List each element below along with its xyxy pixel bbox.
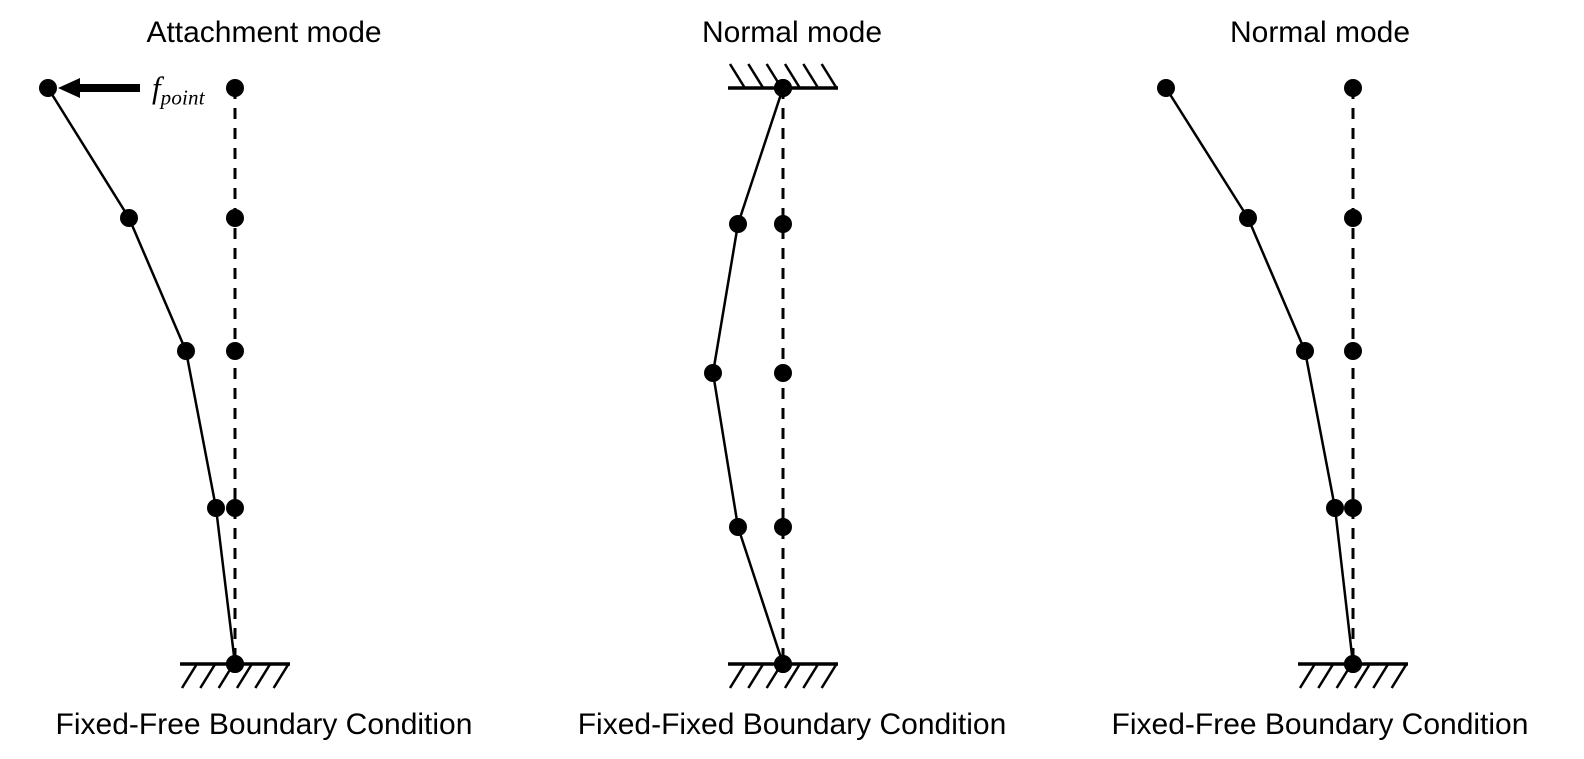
panel-caption: Fixed-Fixed Boundary Condition xyxy=(577,708,1007,741)
force-arrow-head xyxy=(58,78,80,98)
panel-diagram-stage: fpoint xyxy=(0,50,528,706)
panel-diagram-stage xyxy=(1056,50,1584,706)
deformed-node-marker xyxy=(729,518,747,536)
deformed-node-marker xyxy=(774,655,792,673)
force-label-base: f xyxy=(152,70,161,105)
deformed-mode-shape-line xyxy=(711,87,785,665)
support-hatch-line xyxy=(820,663,838,689)
reference-node-marker xyxy=(1344,499,1362,517)
force-label-subscript: point xyxy=(160,85,205,110)
panel-title: Attachment mode xyxy=(146,16,382,49)
diagram-svg-0 xyxy=(39,78,290,689)
diagram-svg-2 xyxy=(1157,79,1408,689)
support-hatch-line xyxy=(783,63,801,89)
diagram-svg-1 xyxy=(704,63,838,689)
support-hatch-line xyxy=(180,663,198,689)
panel-title: Normal mode xyxy=(1229,16,1411,49)
support-hatch-line xyxy=(747,63,765,89)
deformed-node-marker xyxy=(226,655,244,673)
reference-node-marker xyxy=(774,518,792,536)
deformed-mode-shape-line xyxy=(46,87,237,665)
support-hatch-line xyxy=(1390,663,1408,689)
panel-title: Normal mode xyxy=(701,16,883,49)
panel-attachment-mode-fixed-free: Attachment mode fpoint Fixed-Free Bounda… xyxy=(0,0,528,759)
panel-normal-mode-fixed-free: Normal mode Fixed-Free Boundary Conditio… xyxy=(1056,0,1584,759)
force-label-fpoint: fpoint xyxy=(152,72,205,114)
support-hatch-line xyxy=(235,663,253,689)
support-hatch-line xyxy=(747,663,765,689)
reference-node-marker xyxy=(1344,209,1362,227)
support-hatch-line xyxy=(728,663,746,689)
deformed-node-marker xyxy=(1239,209,1257,227)
support-hatch-line xyxy=(728,63,746,89)
deformed-node-marker xyxy=(120,209,138,227)
support-hatch-line xyxy=(1317,663,1335,689)
support-hatch-line xyxy=(820,63,838,89)
deformed-node-marker xyxy=(177,342,195,360)
reference-node-marker xyxy=(226,499,244,517)
support-hatch-line xyxy=(272,663,290,689)
support-hatch-line xyxy=(254,663,272,689)
panel-diagram-stage xyxy=(528,50,1056,706)
deformed-node-marker xyxy=(207,499,225,517)
support-hatch-line xyxy=(783,663,801,689)
deformed-node-marker xyxy=(1296,342,1314,360)
reference-node-marker xyxy=(774,215,792,233)
support-hatch-line xyxy=(199,663,217,689)
deformed-node-marker xyxy=(1344,655,1362,673)
reference-node-marker xyxy=(1344,79,1362,97)
reference-node-marker xyxy=(226,79,244,97)
support-hatch-line xyxy=(1353,663,1371,689)
deformed-node-marker xyxy=(1157,79,1175,97)
deformed-node-marker xyxy=(774,79,792,97)
deformed-node-marker xyxy=(729,215,747,233)
support-hatch-line xyxy=(1298,663,1316,689)
support-hatch-line xyxy=(802,63,820,89)
support-hatch-line xyxy=(1372,663,1390,689)
reference-node-marker xyxy=(1344,342,1362,360)
force-arrow xyxy=(58,78,140,98)
deformed-mode-shape-line xyxy=(1164,87,1355,665)
support-hatch-line xyxy=(802,663,820,689)
reference-node-marker xyxy=(226,342,244,360)
deformed-node-marker xyxy=(1326,499,1344,517)
panel-caption: Fixed-Free Boundary Condition xyxy=(55,708,473,741)
panel-normal-mode-fixed-fixed: Normal mode Fixed-Fixed Boundary Conditi… xyxy=(528,0,1056,759)
deformed-node-marker xyxy=(704,364,722,382)
deformed-node-marker xyxy=(39,79,57,97)
reference-node-marker xyxy=(226,209,244,227)
reference-node-marker xyxy=(774,364,792,382)
panel-caption: Fixed-Free Boundary Condition xyxy=(1111,708,1529,741)
